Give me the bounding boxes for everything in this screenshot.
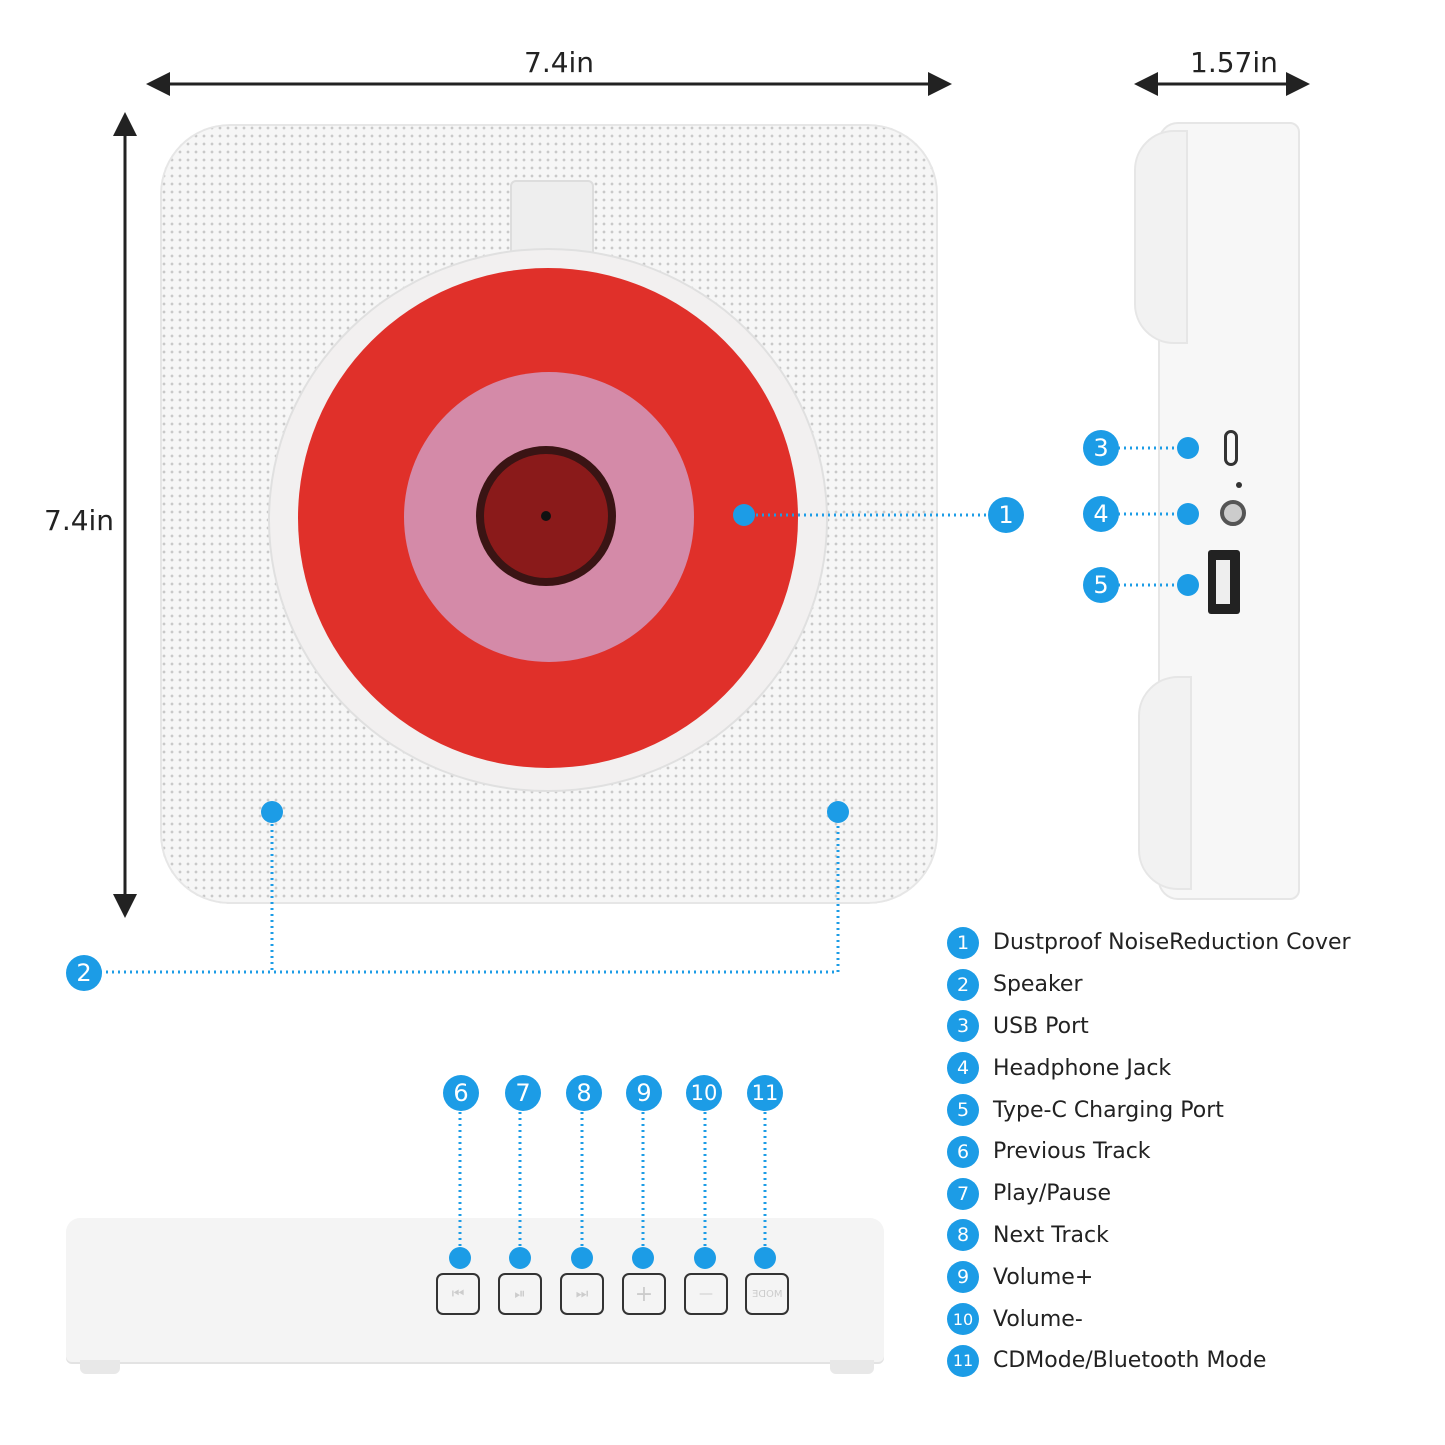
legend-number: 10	[947, 1303, 979, 1336]
next-track-icon: ⏭	[575, 1286, 589, 1302]
legend-number: 4	[947, 1052, 979, 1085]
callout-10: 10	[686, 1075, 722, 1111]
legend-number: 11	[947, 1344, 979, 1377]
callout-3: 3	[1083, 430, 1119, 466]
callout-2: 2	[66, 955, 102, 991]
legend-item: 5 Type-C Charging Port	[947, 1089, 1351, 1131]
foot-left	[80, 1360, 120, 1374]
legend-item: 2 Speaker	[947, 964, 1351, 1006]
legend-label: Volume+	[993, 1264, 1094, 1290]
legend-number: 8	[947, 1219, 979, 1252]
legend: 1 Dustproof NoiseReduction Cover 2 Speaker…	[947, 922, 1351, 1382]
minus-icon: —	[699, 1286, 713, 1302]
side-bumper-top	[1134, 130, 1188, 344]
callout-9: 9	[626, 1075, 662, 1111]
legend-number: 6	[947, 1135, 979, 1168]
legend-item: 4 Headphone Jack	[947, 1047, 1351, 1089]
depth-label: 1.57in	[1190, 46, 1278, 79]
legend-number: 3	[947, 1010, 979, 1043]
legend-number: 1	[947, 926, 979, 959]
height-label: 7.4in	[44, 504, 115, 537]
previous-track-icon: ⏮	[451, 1286, 465, 1302]
side-bumper-bottom	[1138, 676, 1192, 890]
legend-label: Volume-	[993, 1306, 1083, 1332]
legend-label: Play/Pause	[993, 1181, 1111, 1207]
legend-number: 9	[947, 1261, 979, 1294]
legend-item: 9 Volume+	[947, 1256, 1351, 1298]
callout-1: 1	[988, 497, 1024, 533]
callout-4: 4	[1083, 496, 1119, 532]
led-indicator	[1236, 482, 1242, 488]
volume-up-button[interactable]: +	[622, 1273, 666, 1315]
callout-11: 11	[747, 1075, 783, 1111]
legend-item: 7 Play/Pause	[947, 1173, 1351, 1215]
legend-number: 7	[947, 1177, 979, 1210]
play-pause-icon: ⏯	[514, 1286, 526, 1302]
previous-track-button[interactable]: ⏮	[436, 1273, 480, 1315]
legend-item: 10 Volume-	[947, 1298, 1351, 1340]
callout-6: 6	[443, 1075, 479, 1111]
mode-button[interactable]: MODE	[745, 1273, 789, 1315]
callout-8: 8	[566, 1075, 602, 1111]
legend-number: 5	[947, 1094, 979, 1127]
legend-label: Next Track	[993, 1222, 1109, 1248]
spindle	[541, 511, 551, 521]
legend-item: 8 Next Track	[947, 1215, 1351, 1257]
legend-label: Headphone Jack	[993, 1055, 1172, 1081]
callout-5: 5	[1083, 567, 1119, 603]
width-label: 7.4in	[524, 46, 595, 79]
legend-item: 1 Dustproof NoiseReduction Cover	[947, 922, 1351, 964]
legend-label: Previous Track	[993, 1139, 1151, 1165]
next-track-button[interactable]: ⏭	[560, 1273, 604, 1315]
legend-label: CDMode/Bluetooth Mode	[993, 1348, 1267, 1374]
legend-item: 3 USB Port	[947, 1006, 1351, 1048]
callout-7: 7	[505, 1075, 541, 1111]
headphone-jack	[1220, 500, 1246, 526]
plus-icon: +	[634, 1281, 654, 1307]
foot-right	[830, 1360, 874, 1374]
legend-label: USB Port	[993, 1013, 1089, 1039]
legend-item: 11 CDMode/Bluetooth Mode	[947, 1340, 1351, 1382]
usb-port	[1208, 550, 1240, 614]
legend-number: 2	[947, 968, 979, 1001]
legend-label: Dustproof NoiseReduction Cover	[993, 930, 1351, 956]
volume-down-button[interactable]: —	[684, 1273, 728, 1315]
legend-label: Type-C Charging Port	[993, 1097, 1224, 1123]
type-c-port	[1224, 430, 1238, 466]
legend-label: Speaker	[993, 972, 1083, 998]
legend-item: 6 Previous Track	[947, 1131, 1351, 1173]
cd-hub	[476, 446, 616, 586]
play-pause-button[interactable]: ⏯	[498, 1273, 542, 1315]
